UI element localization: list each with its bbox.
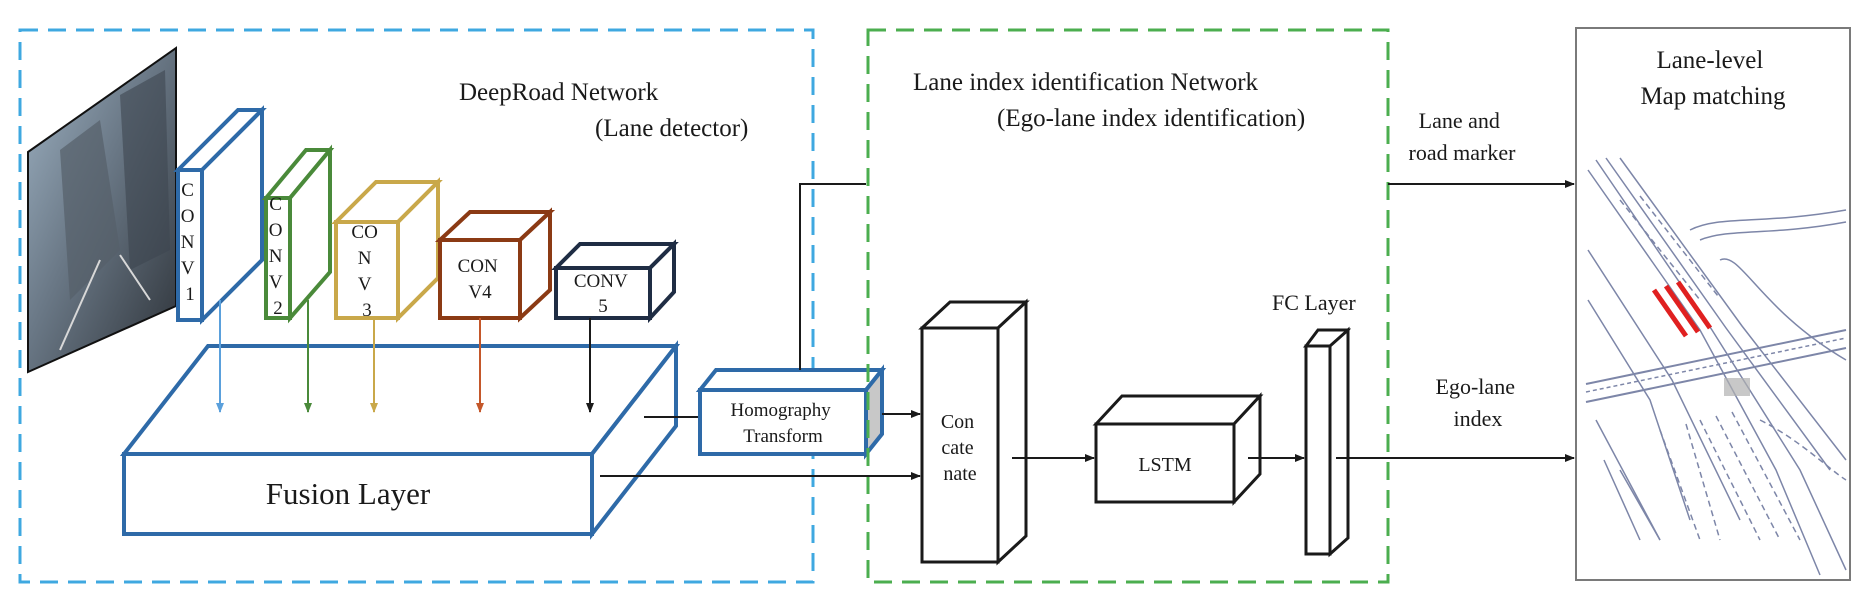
lane-map-illustration bbox=[1585, 157, 1847, 576]
conv4-label: CON V4 bbox=[458, 256, 503, 303]
conv2-label: C O N V 2 bbox=[269, 194, 287, 319]
conv4-block: CON V4 bbox=[434, 207, 556, 323]
lane-marker-output-label: Lane and road marker bbox=[1409, 108, 1517, 165]
homography-label: Homography Transform bbox=[730, 400, 835, 447]
lane-index-title: Lane index identification Network bbox=[913, 69, 1259, 96]
input-road-image bbox=[27, 46, 177, 374]
conv5-block: CONV 5 bbox=[551, 239, 679, 324]
lane-index-region bbox=[866, 28, 1390, 584]
fusion-layer-label: Fusion Layer bbox=[266, 476, 431, 511]
fc-layer-label: FC Layer bbox=[1272, 290, 1356, 315]
homography-transform-block: Homography Transform bbox=[695, 364, 887, 460]
lane-marker-branch-line bbox=[799, 183, 866, 370]
conv1-label: C O N V 1 bbox=[181, 180, 199, 305]
conv3-label: CO N V 3 bbox=[351, 222, 382, 321]
ego-lane-highlight-line bbox=[1651, 288, 1689, 338]
conv5-label: CONV 5 bbox=[574, 271, 632, 317]
conv1-block: C O N V 1 bbox=[173, 105, 267, 325]
map-matching-panel bbox=[1575, 27, 1851, 581]
fc-layer-block bbox=[1303, 326, 1351, 558]
ego-lane-highlight bbox=[1651, 280, 1713, 338]
map-matching-title: Lane-level Map matching bbox=[1640, 47, 1786, 110]
lane-index-subtitle: (Ego-lane index identification) bbox=[997, 105, 1305, 132]
ego-lane-output-label: Ego-lane index bbox=[1436, 374, 1521, 431]
deeproad-subtitle: (Lane detector) bbox=[595, 115, 748, 142]
concatenate-label: Con cate nate bbox=[941, 411, 979, 485]
conv3-block: CO N V 3 bbox=[331, 177, 443, 323]
crosswalk-mark bbox=[1724, 378, 1750, 396]
fusion-layer-block: Fusion Layer bbox=[119, 340, 681, 540]
lstm-label: LSTM bbox=[1138, 454, 1192, 476]
conv2-block: C O N V 2 bbox=[261, 144, 335, 324]
ego-lane-highlight-line bbox=[1675, 280, 1713, 330]
ego-lane-highlight-line bbox=[1663, 284, 1701, 334]
deeproad-region bbox=[18, 28, 815, 584]
lstm-block: LSTM bbox=[1092, 392, 1264, 506]
concatenate-block: Con cate nate bbox=[918, 298, 1030, 566]
deeproad-title: DeepRoad Network bbox=[459, 79, 659, 106]
